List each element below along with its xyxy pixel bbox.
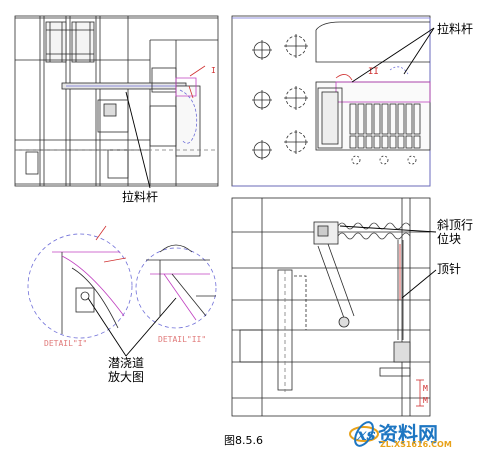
dimension-mark-1: M (423, 384, 428, 393)
detail-1-circle (27, 225, 133, 339)
leader-sprue-puller-right-2 (403, 27, 435, 75)
leader-gate-1 (87, 297, 127, 357)
label-sprue-puller-left: 拉料杆 (122, 190, 159, 204)
detail-2-label: DETAIL"II" (158, 335, 206, 344)
dimension-mark-2: M (423, 396, 428, 405)
leader-gate-2 (125, 297, 177, 357)
label-enlarged-gate: 潜浇道 放大图 (108, 356, 145, 384)
leader-sprue-puller-right-1 (351, 27, 435, 83)
view-mark-1: I (211, 66, 216, 75)
leader-lifter (339, 225, 437, 233)
detail-2-circle (135, 244, 217, 329)
bottom-right-section-view (231, 197, 431, 417)
view-mark-2: II (368, 67, 379, 77)
top-right-plan-view (231, 15, 431, 187)
detail-1-label: DETAIL"I" (44, 339, 87, 348)
figure-caption: 图8.5.6 (224, 434, 263, 447)
watermark-logo-icon: xs (349, 421, 379, 447)
label-ejector-pin: 顶针 (437, 262, 462, 276)
watermark-brand: 资料网 (378, 422, 438, 446)
leader-sprue-puller-left (125, 91, 151, 189)
top-left-section-view (14, 15, 219, 187)
leader-ejector (401, 269, 437, 299)
svg-text:xs: xs (356, 425, 376, 444)
watermark-url: ZL.XS1616.COM (380, 440, 452, 449)
leader-lines (87, 27, 437, 357)
label-sprue-puller-top: 拉料杆 (437, 22, 474, 36)
label-angled-lifter: 斜顶行 位块 (437, 218, 474, 246)
